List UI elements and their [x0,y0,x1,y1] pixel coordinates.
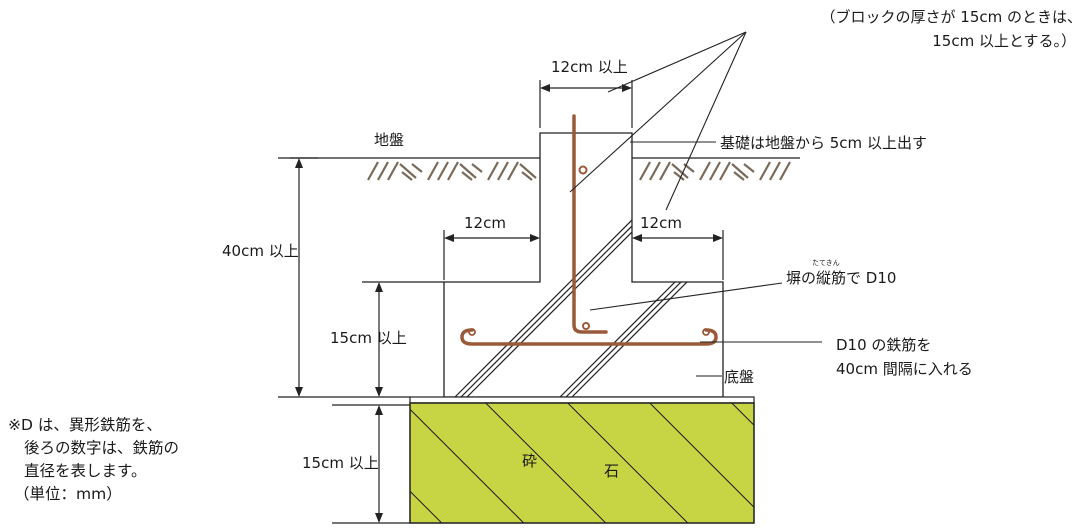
vertical-bar-label: 塀の縦筋で D10 [786,269,896,287]
footnote-line1: ※D は、異形鉄筋を、 [8,416,162,434]
thickness-note-line2: 15cm 以上とする。） [932,32,1076,50]
footing-left-width-label: 12cm [464,214,506,232]
ground-surface [290,157,800,181]
gravel-label-right: 石 [604,462,619,480]
ground-label: 地盤 [374,131,404,149]
gravel-thickness-label: 15cm 以上 [302,454,379,472]
leader-lines [569,31,822,377]
horizontal-bar-label-line2: 40cm 間隔に入れる [836,360,973,378]
vertical-rebar-hook [578,165,588,175]
horizontal-rebar [460,328,718,346]
footnote-line4: （単位：mm） [14,485,122,503]
gravel-label-left: 砕 [522,452,537,470]
vertical-rebar-end [582,322,590,330]
horizontal-bar-label-line1: D10 の鉄筋を [836,336,931,354]
soil-hatching-left [367,161,537,181]
footing-right-width-label: 12cm [640,214,682,232]
footing-thickness-label: 15cm 以上 [330,329,407,347]
top-width-label: 12cm 以上 [551,58,628,76]
footnote-line3: 直径を表します。 [24,462,147,480]
gravel-bed [409,396,755,524]
footnote-line2: 後ろの数字は、鉄筋の [24,439,180,457]
base-slab-label: 底盤 [724,368,754,386]
rebar [460,114,718,346]
vertical-bar-ruby: たてきん [812,259,840,267]
dimension-lines [278,80,724,524]
thickness-note-line1: （ブロックの厚さが 15cm のときは、 [821,8,1082,26]
vertical-rebar [572,114,608,334]
footnote: ※D は、異形鉄筋を、 後ろの数字は、鉄筋の 直径を表します。 （単位：mm） [8,414,248,506]
soil-hatching-right [639,161,791,181]
total-depth-label: 40cm 以上 [222,242,299,260]
protrusion-note: 基礎は地盤から 5cm 以上出す [720,134,927,152]
